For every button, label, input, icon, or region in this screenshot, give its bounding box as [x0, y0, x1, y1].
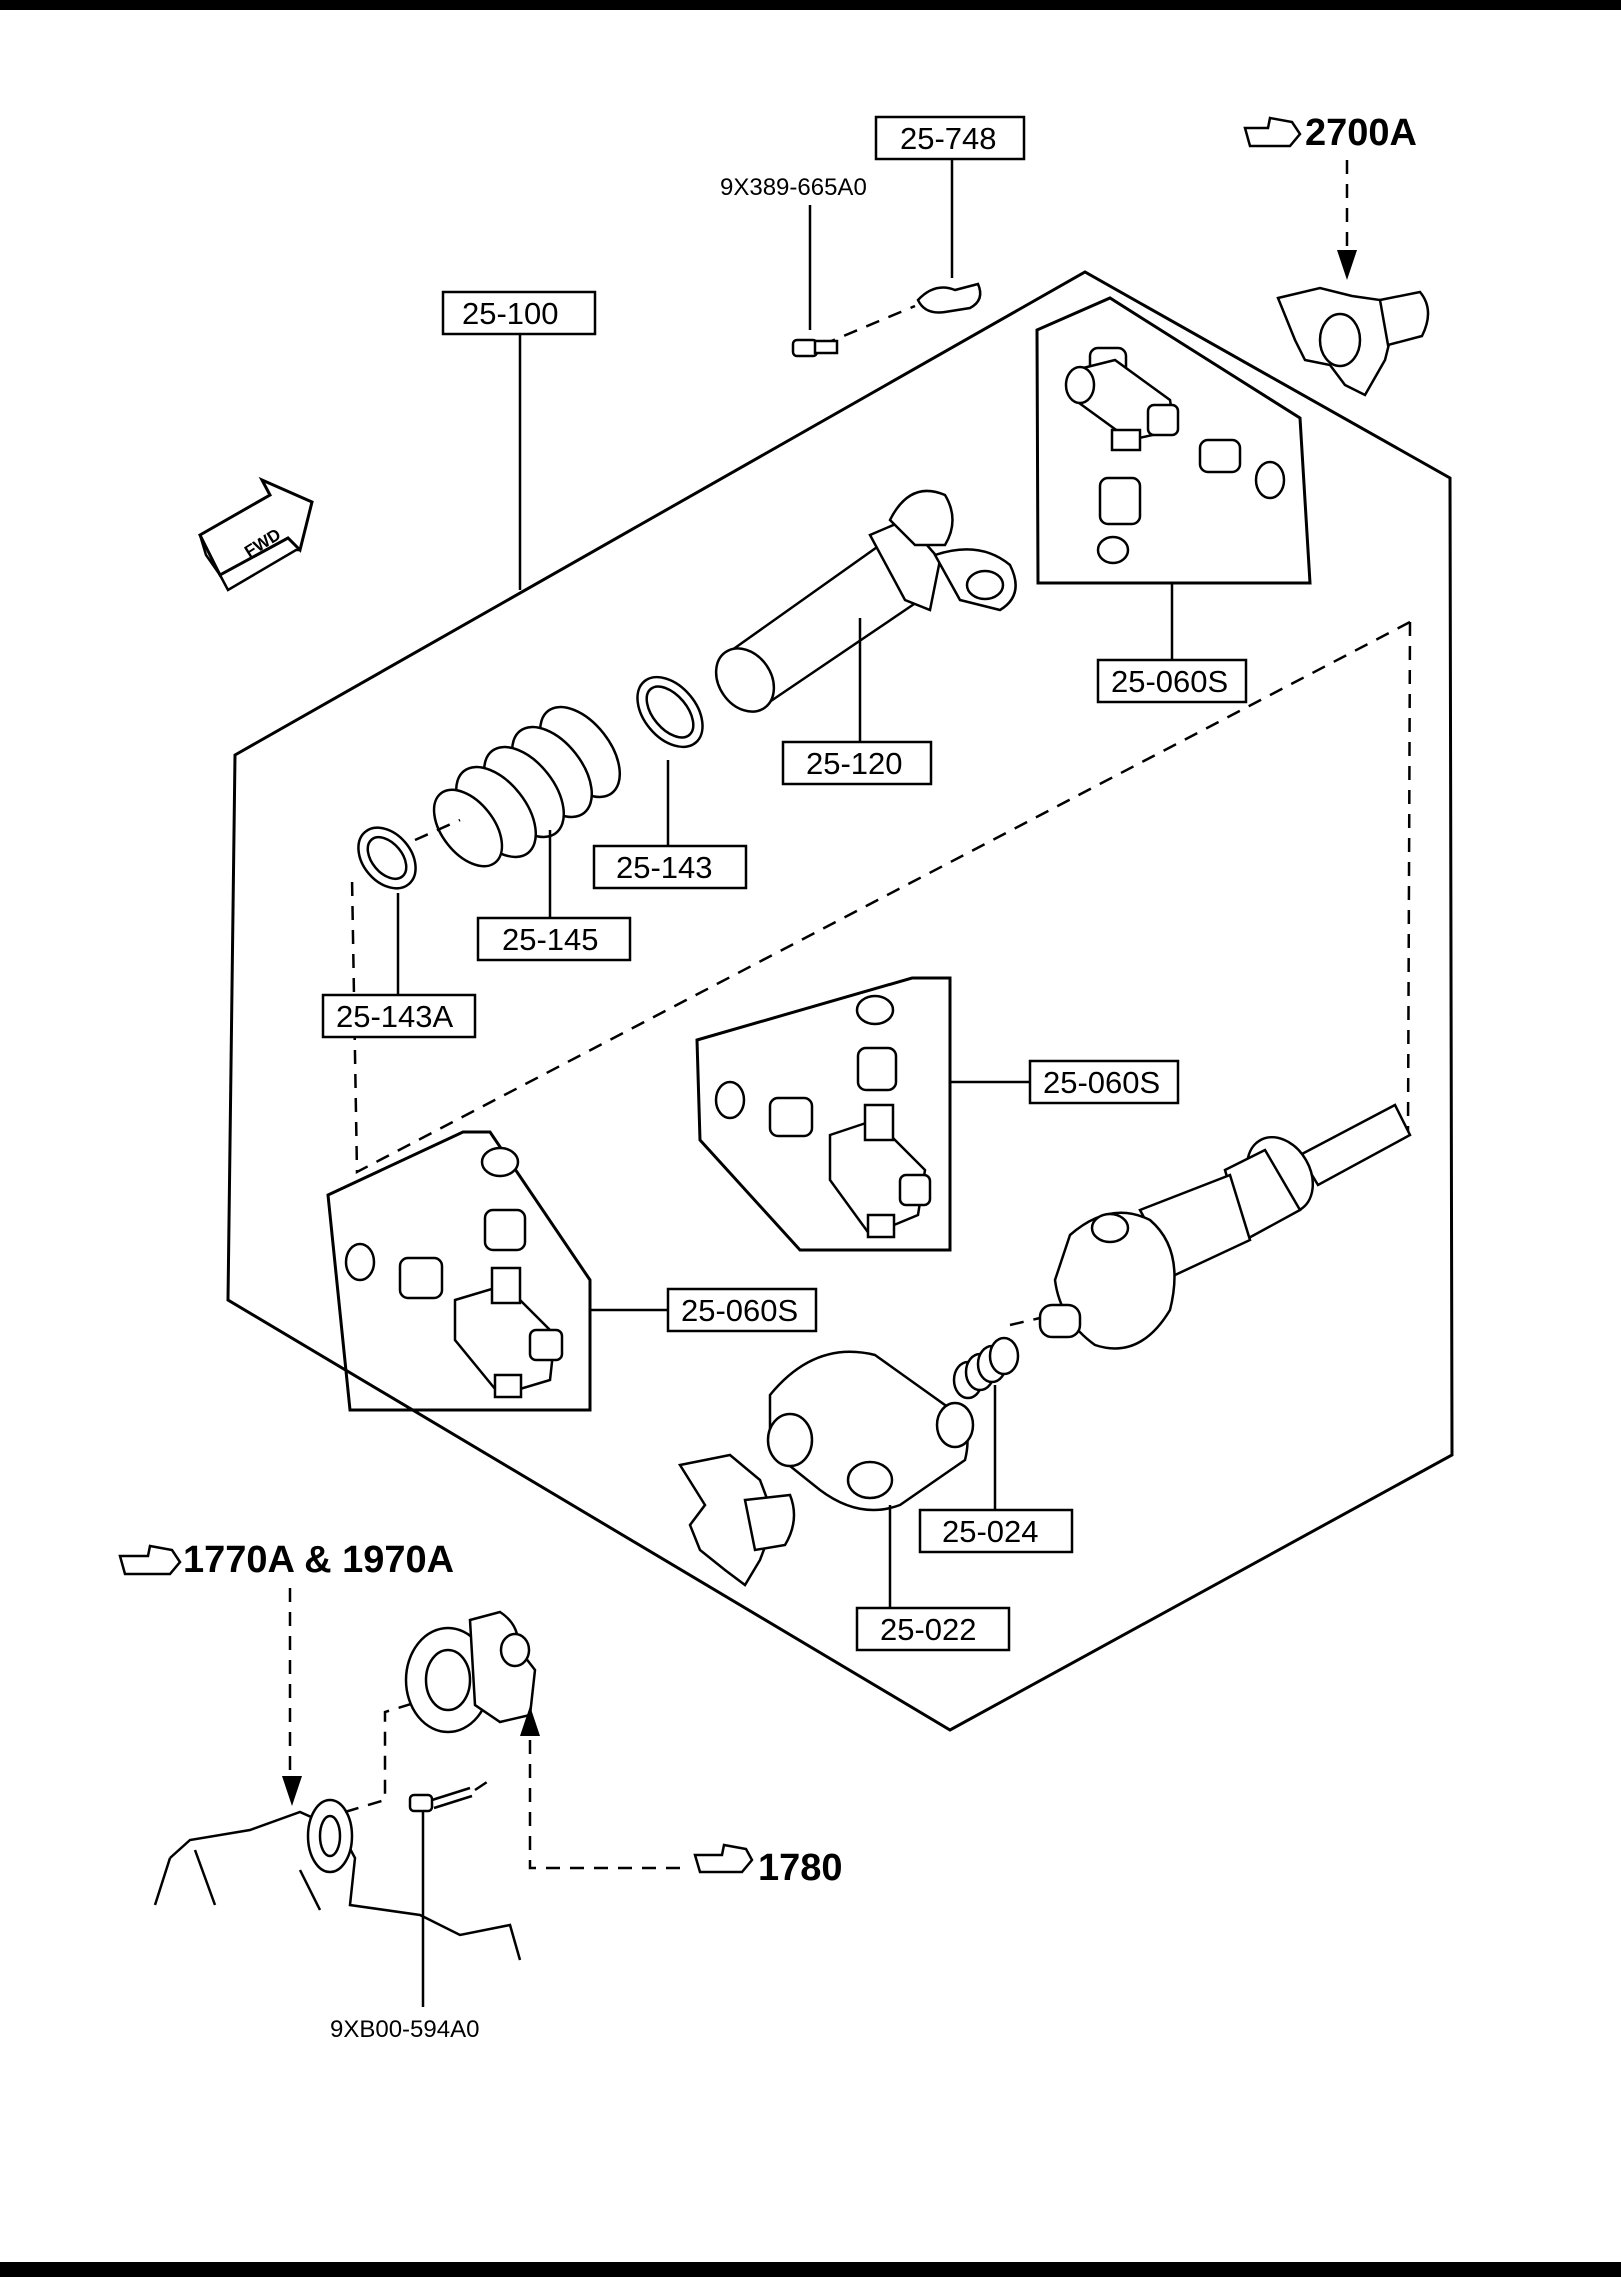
ujoint-box-mid [695, 976, 952, 1252]
dash-1780 [528, 1740, 690, 1870]
dash-flange-housing [344, 1693, 441, 1814]
code-bolt-top: 9X389-665A0 [720, 174, 867, 201]
label-box-25-022 [855, 1606, 1011, 1652]
part-number-25-024: 25-024 [942, 1514, 1039, 1549]
spring-25-024 [952, 1336, 1020, 1400]
dash-spring-shaft [1009, 1316, 1041, 1327]
dust-boot-25-145 [432, 705, 622, 868]
label-box-25-120 [781, 740, 933, 786]
slip-yoke-shaft [714, 489, 1017, 713]
label-box-25-060s-top [1096, 658, 1248, 704]
top-rule [0, 0, 1621, 10]
boot-clamp-25-143 [636, 675, 704, 749]
arrowhead-2700a [1337, 250, 1357, 280]
ujoint-top [1064, 346, 1180, 452]
yoke-flange-bottom [677, 1453, 796, 1587]
label-box-25-024 [918, 1508, 1074, 1554]
ujoint-low [344, 1146, 564, 1399]
ujoint-box-top [1035, 296, 1312, 585]
part-number-25-060s-mid: 25-060S [1043, 1065, 1160, 1100]
part-number-25-120: 25-120 [806, 746, 903, 781]
part-number-25-060s-low: 25-060S [681, 1293, 798, 1328]
boot-clamp-25-143a [357, 826, 417, 890]
label-box-25-748 [874, 115, 1026, 161]
part-number-25-143: 25-143 [616, 850, 713, 885]
label-box-25-060s-mid [1028, 1059, 1180, 1105]
label-box-25-143a [321, 993, 477, 1039]
part-number-25-143a: 25-143A [336, 999, 454, 1034]
pointing-hand-icon [1243, 116, 1302, 148]
companion-flange [404, 1610, 537, 1734]
arrowhead-1770a [282, 1776, 302, 1806]
dashed-path-diagonal [350, 620, 1411, 1175]
part-number-25-100: 25-100 [462, 296, 559, 331]
label-box-25-100 [441, 290, 597, 336]
bolt-bottom [408, 1786, 473, 1813]
dash-clamp-boot [414, 818, 461, 842]
ujoint-box-low [326, 1130, 592, 1412]
forward-arrow-icon: FWD [198, 476, 314, 592]
code-bolt-bottom: 9XB00-594A0 [330, 2016, 479, 2043]
ref-1770a-1970a: 1770A & 1970A [183, 1539, 454, 1581]
label-box-25-060s-low [666, 1287, 818, 1333]
bottom-rule [0, 2262, 1621, 2277]
bolt-top [791, 338, 839, 358]
needle-bearing-top [1098, 476, 1142, 526]
bracket-dash [821, 304, 916, 347]
dashed-path-right [1406, 621, 1412, 1133]
snap-ring-top-a [1254, 460, 1286, 500]
pointing-hand-icon [693, 1843, 754, 1874]
center-shaft [1038, 1103, 1412, 1350]
ref-1780: 1780 [758, 1847, 843, 1889]
dash-bolt-bottom [474, 1778, 491, 1792]
part-number-25-022: 25-022 [880, 1612, 977, 1647]
part-number-25-748: 25-748 [900, 121, 997, 156]
bearing-cap-top [1198, 438, 1242, 474]
transmission-housing [153, 1798, 522, 1961]
arrowhead-1780 [520, 1706, 540, 1736]
snap-ring-top-b [1096, 535, 1130, 565]
centering-yoke-25-022 [766, 1350, 975, 1512]
part-number-25-145: 25-145 [502, 922, 599, 957]
assembly-outline [226, 270, 1454, 1732]
label-box-25-143 [592, 844, 748, 890]
label-box-25-145 [476, 916, 632, 962]
bracket-25-748 [916, 282, 982, 314]
pointing-hand-icon [118, 1544, 182, 1576]
ujoint-mid [714, 994, 932, 1239]
ref-2700a: 2700A [1305, 112, 1417, 154]
part-number-25-060s-top: 25-060S [1111, 664, 1228, 699]
yoke-flange-top [1276, 286, 1430, 397]
